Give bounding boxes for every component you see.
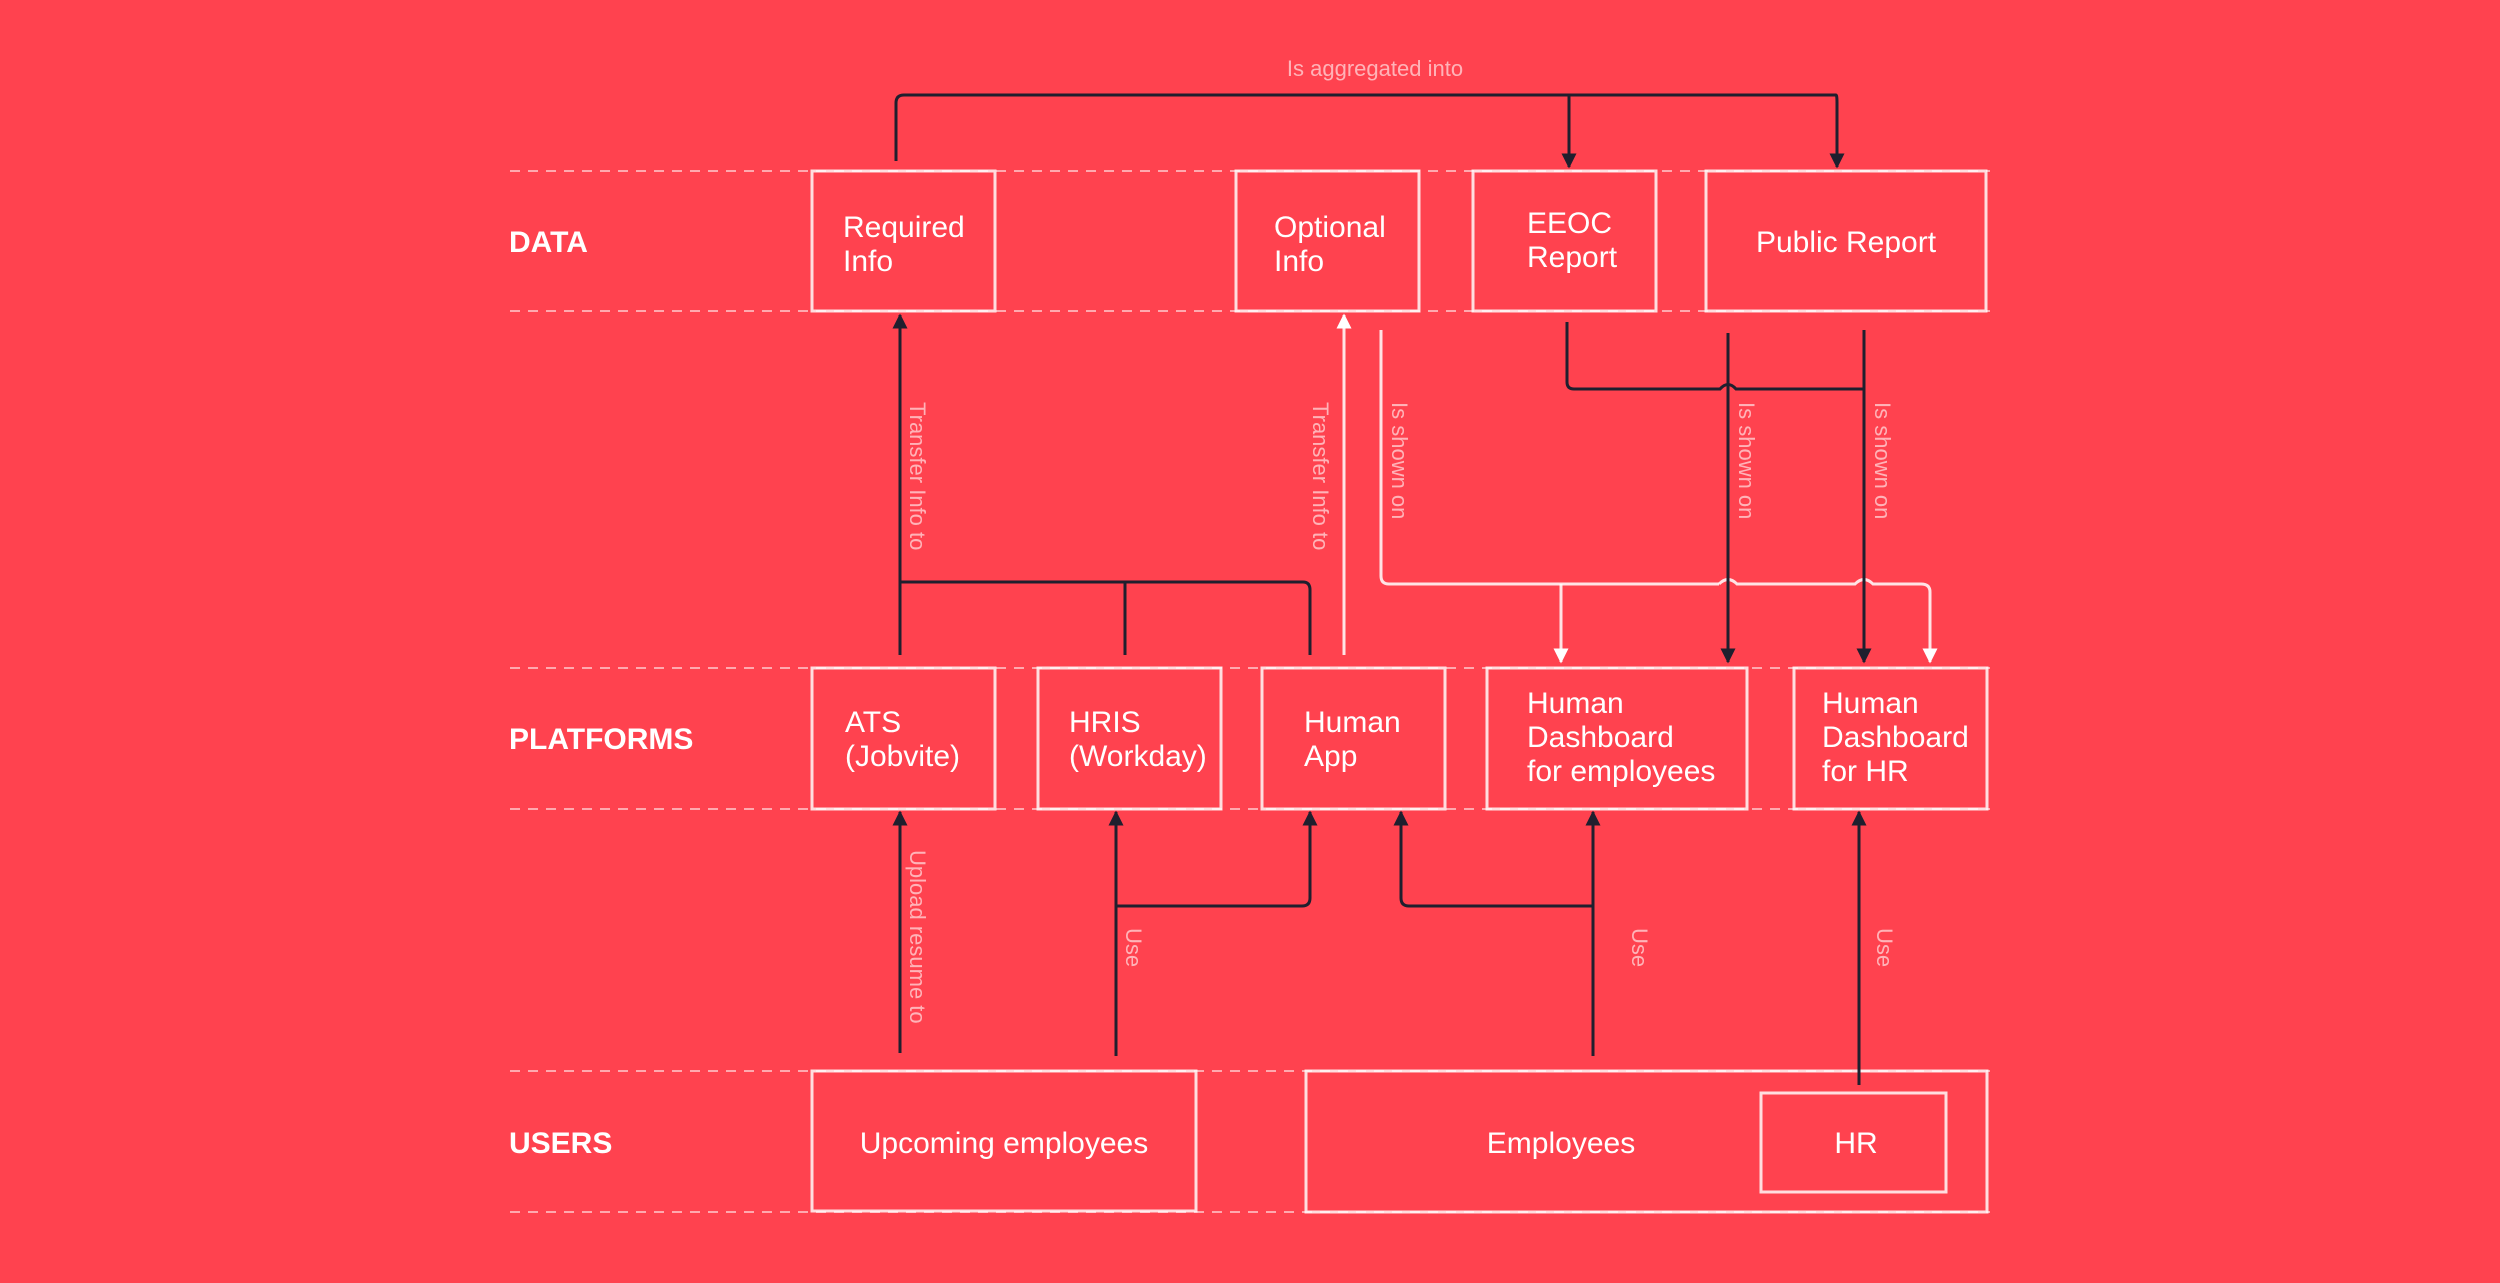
edge-upload-resume: Upload resume to xyxy=(892,810,930,1053)
node-label: Info xyxy=(1274,245,1324,278)
node-label: Report xyxy=(1527,241,1618,274)
edge-label: Use xyxy=(1872,928,1897,967)
node-label: (Workday) xyxy=(1069,740,1207,773)
node-hris[interactable]: HRIS (Workday) xyxy=(1036,666,1223,811)
node-label: Upcoming employees xyxy=(860,1127,1148,1160)
node-label: EEOC xyxy=(1527,207,1612,240)
node-label: for HR xyxy=(1822,755,1909,788)
node-ats[interactable]: ATS (Jobvite) xyxy=(810,666,997,811)
edge-aggregated-into: Is aggregated into xyxy=(894,56,1845,169)
node-optional-info[interactable]: Optional Info xyxy=(1234,169,1421,313)
node-eeoc-report[interactable]: EEOC Report xyxy=(1471,169,1658,313)
edge-label: Upload resume to xyxy=(905,850,930,1024)
edge-label: Is shown on xyxy=(1734,402,1759,519)
edge-label: Use xyxy=(1627,928,1652,967)
node-label: Required xyxy=(843,211,965,244)
node-employees[interactable]: Employees xyxy=(1304,1069,1989,1214)
lane-label-data: DATA xyxy=(509,226,588,259)
node-label: App xyxy=(1304,740,1357,773)
lane-label-users: USERS xyxy=(509,1127,612,1160)
lane-label-platforms: PLATFORMS xyxy=(509,723,693,756)
node-label: Human xyxy=(1822,687,1919,720)
edge-transfer-required: Transfer Info to xyxy=(892,313,1312,655)
node-label: Human xyxy=(1304,706,1401,739)
edge-shown-public: Is shown on xyxy=(1856,330,1895,664)
edge-label: Use xyxy=(1121,928,1146,967)
edge-label: Transfer Info to xyxy=(905,402,930,550)
edge-label: Is aggregated into xyxy=(1287,56,1463,81)
lane-guides xyxy=(510,170,1990,1213)
edge-shown-optional: Is shown on xyxy=(1379,330,1938,664)
node-label: ATS xyxy=(845,706,901,739)
edge-transfer-optional: Transfer Info to xyxy=(1308,313,1352,655)
node-label: Optional xyxy=(1274,211,1386,244)
node-required-info[interactable]: Required Info xyxy=(810,169,997,313)
edge-label: Is shown on xyxy=(1870,402,1895,519)
edge-label: Transfer Info to xyxy=(1308,402,1333,550)
edge-shown-eeoc: Is shown on xyxy=(1565,322,1864,664)
node-label: for employees xyxy=(1527,755,1715,788)
edge-use-hris-app: Use xyxy=(1108,810,1318,1056)
node-human-app[interactable]: Human App xyxy=(1260,666,1447,811)
node-dashboard-hr[interactable]: Human Dashboard for HR xyxy=(1792,666,1989,811)
edge-use-dashboard: Use xyxy=(1393,810,1652,1056)
node-dashboard-employees[interactable]: Human Dashboard for employees xyxy=(1485,666,1749,811)
node-upcoming-employees[interactable]: Upcoming employees xyxy=(810,1069,1198,1213)
node-label: HR xyxy=(1834,1127,1877,1160)
node-hr[interactable]: HR xyxy=(1759,1091,1948,1194)
node-label: Dashboard xyxy=(1822,721,1969,754)
node-label: Employees xyxy=(1487,1127,1635,1160)
node-public-report[interactable]: Public Report xyxy=(1704,169,1988,313)
node-label: Dashboard xyxy=(1527,721,1674,754)
edge-use-hr: Use xyxy=(1851,810,1897,1085)
node-label: Public Report xyxy=(1756,226,1937,259)
node-label: Info xyxy=(843,245,893,278)
node-label: HRIS xyxy=(1069,706,1141,739)
edge-label: Is shown on xyxy=(1387,402,1412,519)
node-label: (Jobvite) xyxy=(845,740,960,773)
node-label: Human xyxy=(1527,687,1624,720)
